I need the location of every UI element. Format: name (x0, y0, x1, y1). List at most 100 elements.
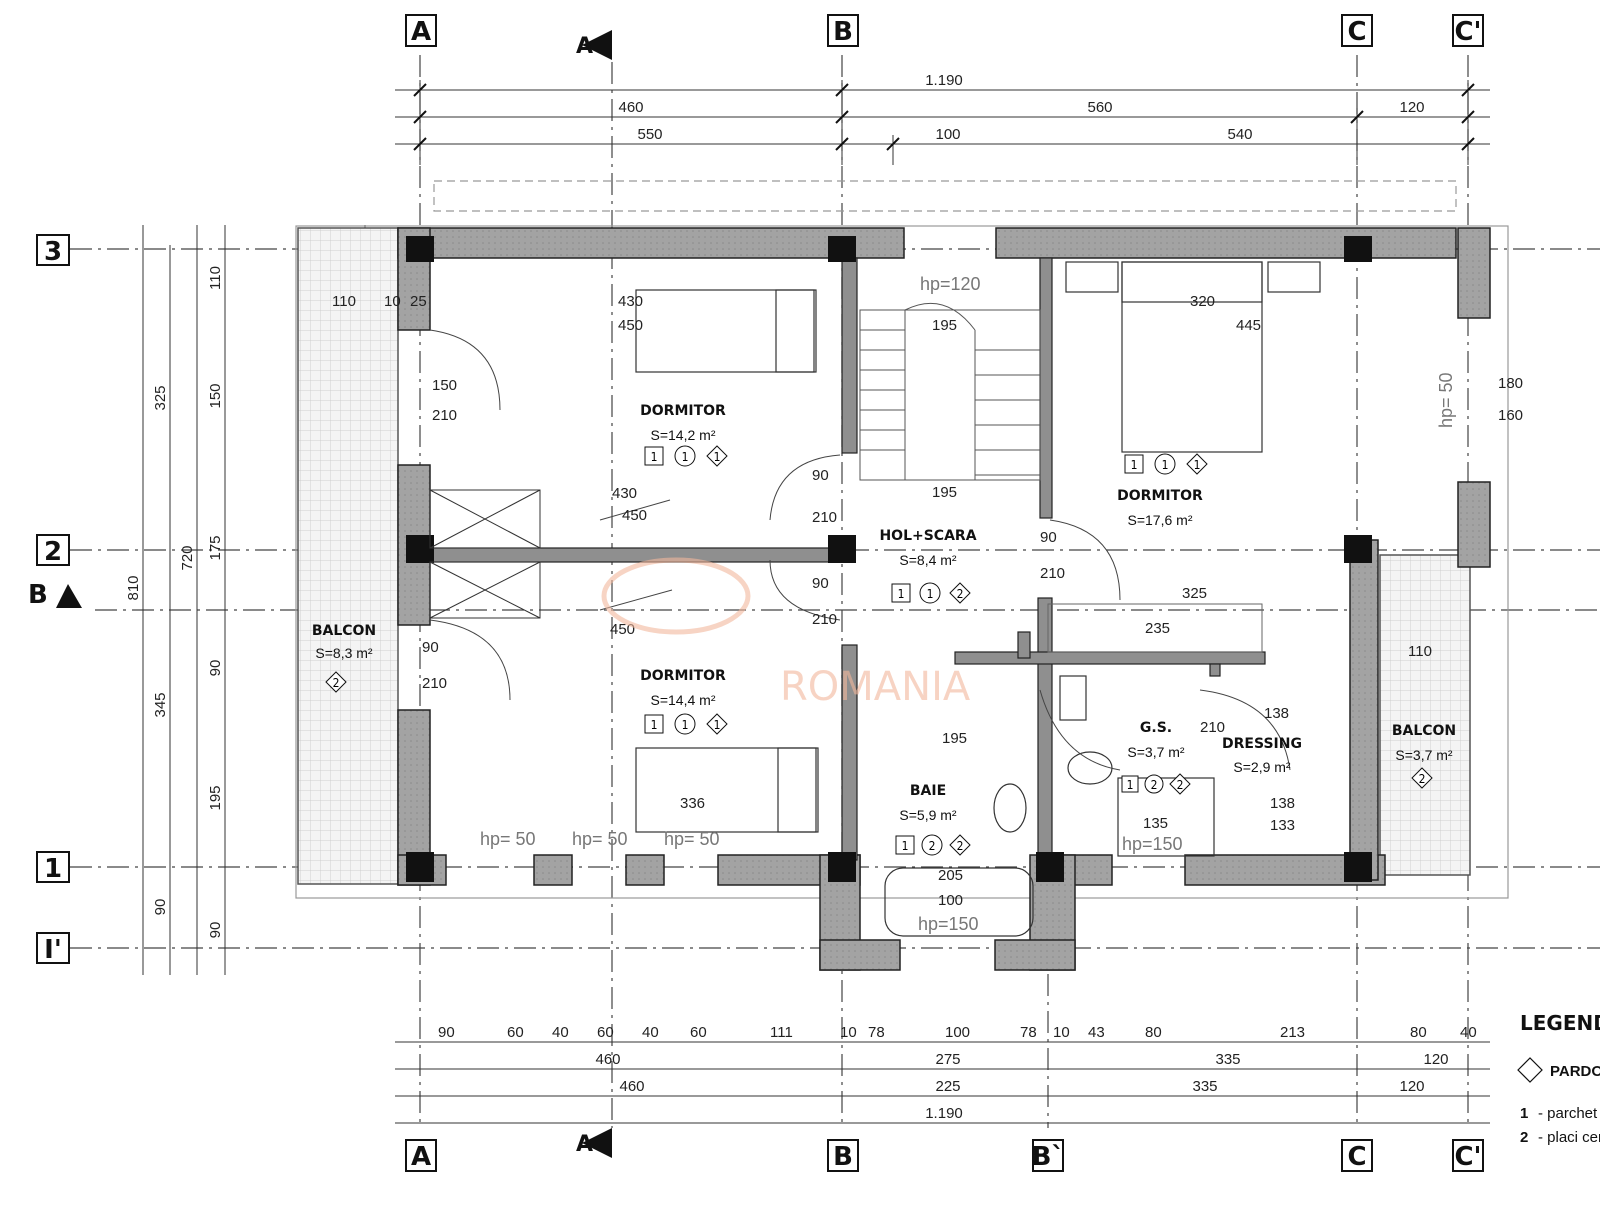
svg-text:1: 1 (1131, 458, 1138, 472)
svg-text:180: 180 (1498, 375, 1523, 392)
svg-text:335: 335 (1215, 1051, 1240, 1068)
room-label-hall-stairs: HOL+SCARA S=8,4 m² 1 1 2 (879, 528, 977, 604)
svg-text:1: 1 (1127, 778, 1134, 792)
svg-text:C': C' (1454, 17, 1481, 47)
bottom-detail-dimension: 100 (945, 1024, 970, 1041)
room-label-bedroom-2: DORMITOR S=14,4 m² 1 1 1 (640, 668, 728, 735)
section-mark-a-bottom: A (576, 1128, 612, 1158)
svg-text:S=5,9 m²: S=5,9 m² (899, 807, 957, 823)
svg-text:210: 210 (422, 675, 447, 692)
staircase (859, 302, 1041, 481)
svg-text:210: 210 (812, 509, 837, 526)
svg-text:450: 450 (618, 317, 643, 334)
bottom-detail-dimension: 43 (1088, 1024, 1105, 1041)
svg-text:hp=120: hp=120 (920, 274, 981, 294)
svg-text:A: A (576, 34, 593, 59)
grid-tag-row-3: 3 (36, 234, 70, 267)
svg-text:430: 430 (612, 485, 637, 502)
svg-text:- placi cer: - placi cer (1538, 1129, 1600, 1146)
svg-text:2: 2 (1419, 772, 1426, 786)
svg-text:90: 90 (152, 899, 169, 916)
floor-code-badges: 1 2 2 (895, 834, 971, 856)
furniture-beds (635, 261, 1321, 833)
exterior-walls (397, 227, 1491, 971)
svg-text:460: 460 (619, 1078, 644, 1095)
grid-tag-top-b: B (827, 14, 859, 47)
interior-walls (429, 257, 1266, 861)
svg-text:C: C (1347, 17, 1366, 47)
svg-text:I': I' (44, 935, 62, 965)
svg-text:195: 195 (932, 317, 957, 334)
svg-text:BALCON: BALCON (312, 623, 376, 639)
svg-text:133: 133 (1270, 817, 1295, 834)
floor-code-badges: 1 2 2 (1121, 773, 1191, 795)
room-label-bedroom-1: DORMITOR S=14,2 m² 1 1 1 (640, 403, 728, 467)
svg-text:BALCON: BALCON (1392, 723, 1456, 739)
sill-heights: hp= 50 hp= 50 hp= 50 hp=150 hp=150 hp=12… (480, 274, 1456, 934)
svg-text:325: 325 (152, 385, 169, 410)
bottom-detail-dimension: 213 (1280, 1024, 1305, 1041)
svg-text:110: 110 (1408, 643, 1432, 660)
svg-text:150: 150 (207, 383, 224, 408)
svg-text:560: 560 (1087, 99, 1112, 116)
svg-text:195: 195 (932, 484, 957, 501)
svg-text:BAIE: BAIE (910, 783, 946, 799)
svg-text:S=17,6 m²: S=17,6 m² (1128, 512, 1193, 528)
svg-text:345: 345 (152, 692, 169, 717)
svg-text:90: 90 (812, 467, 829, 484)
svg-text:S=3,7 m²: S=3,7 m² (1395, 747, 1453, 763)
section-mark-b: B (28, 580, 82, 610)
svg-text:235: 235 (1145, 620, 1170, 637)
svg-text:210: 210 (432, 407, 457, 424)
bottom-detail-dimension: 80 (1145, 1024, 1162, 1041)
svg-text:C': C' (1454, 1142, 1481, 1172)
bottom-detail-dimension: 78 (868, 1024, 885, 1041)
svg-text:325: 325 (1182, 585, 1207, 602)
grid-tag-top-a: A (405, 14, 437, 47)
section-mark-a-top: A (576, 30, 612, 60)
svg-text:S=14,4 m²: S=14,4 m² (651, 692, 716, 708)
svg-text:90: 90 (207, 922, 224, 939)
svg-text:ROMANIA: ROMANIA (780, 664, 971, 710)
svg-text:10: 10 (384, 293, 401, 310)
svg-text:445: 445 (1236, 317, 1261, 334)
svg-text:1: 1 (1520, 1105, 1528, 1122)
room-label-bathroom: BAIE S=5,9 m² 1 2 2 (895, 783, 971, 856)
svg-text:hp= 50: hp= 50 (1436, 372, 1456, 428)
svg-text:175: 175 (207, 535, 224, 560)
svg-text:195: 195 (942, 730, 967, 747)
grid-tag-row-1: 1 (36, 851, 70, 884)
svg-text:1: 1 (682, 718, 689, 732)
svg-text:90: 90 (207, 660, 224, 677)
svg-text:LEGENDA: LEGENDA (1520, 1011, 1600, 1035)
svg-text:1: 1 (1194, 458, 1201, 472)
svg-text:110: 110 (332, 293, 356, 310)
svg-text:S=3,7 m²: S=3,7 m² (1127, 744, 1185, 760)
svg-text:S=14,2 m²: S=14,2 m² (651, 427, 716, 443)
svg-text:1: 1 (898, 587, 905, 601)
structural-columns (406, 236, 1372, 882)
grid-tag-top-c: C (1341, 14, 1373, 47)
svg-text:2: 2 (1151, 778, 1158, 792)
floor-code-badges: 1 1 1 (644, 445, 728, 467)
svg-text:110: 110 (207, 266, 224, 290)
svg-text:1.190: 1.190 (925, 72, 963, 89)
svg-text:B`: B` (1032, 1142, 1065, 1172)
floor-code-badges: 1 1 1 (1124, 453, 1208, 475)
bottom-detail-dimension: 60 (507, 1024, 524, 1041)
bottom-detail-dimension: 60 (690, 1024, 707, 1041)
bottom-detail-dimension: 60 (597, 1024, 614, 1041)
grid-tag-bottom-a: A (405, 1139, 437, 1172)
svg-text:90: 90 (1040, 529, 1057, 546)
grid-tag-bottom-c: C (1341, 1139, 1373, 1172)
svg-text:138: 138 (1264, 705, 1289, 722)
svg-text:S=8,3 m²: S=8,3 m² (315, 645, 373, 661)
top-dimension-lines: 1.190 460 560 120 550 100 540 (395, 72, 1490, 165)
svg-text:90: 90 (422, 639, 439, 656)
svg-text:B: B (833, 1142, 853, 1172)
diamond-icon (1517, 1057, 1543, 1083)
room-label-wc: G.S. S=3,7 m² 1 2 2 (1121, 720, 1191, 795)
svg-text:hp=150: hp=150 (1122, 834, 1183, 854)
svg-text:hp=150: hp=150 (918, 914, 979, 934)
svg-text:160: 160 (1498, 407, 1523, 424)
